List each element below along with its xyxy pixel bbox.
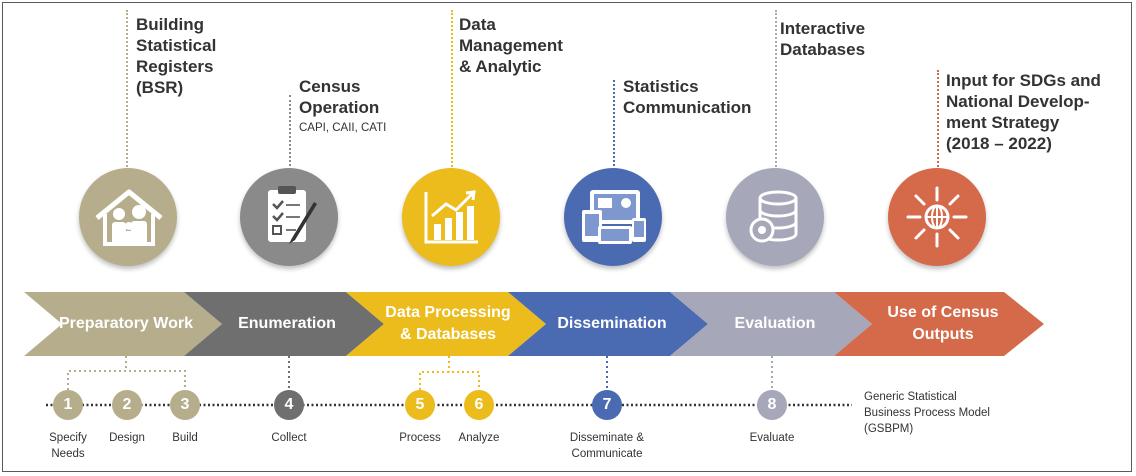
stage-circle-preparatory [79, 168, 177, 266]
step-label-2: Design [109, 432, 145, 444]
label-census-operation: Census Operation [299, 77, 380, 117]
arrow-preparatory [24, 292, 222, 356]
step-circle-6: 6 [464, 390, 494, 420]
stage-label-data-processing: Data Processing & Databases [385, 304, 511, 343]
step-label-5: Process [399, 432, 441, 444]
label-bsr: Building Statistical Registers (BSR) [136, 15, 217, 97]
step-label-7: Disseminate & Communicate [569, 432, 645, 460]
connector-line-census [289, 95, 291, 170]
step-circle-4: 4 [274, 390, 304, 420]
step-circle-1: 1 [53, 390, 83, 420]
clipboard-checklist-icon [268, 186, 317, 244]
label-data-management: Data Management & Analytic [459, 15, 563, 76]
connector-line-interactive [775, 10, 777, 170]
connector-line-sdgs [937, 70, 939, 170]
stage-label-enumeration: Enumeration [238, 315, 336, 332]
arrow-evaluation [670, 292, 872, 356]
step-circle-8: 8 [757, 390, 787, 420]
step-circle-5: 5 [405, 390, 435, 420]
stage-label-preparatory: Preparatory Work [59, 315, 193, 332]
connector-line-data-management [451, 10, 453, 170]
family-house-icon [95, 189, 163, 246]
arrow-dissemination [508, 292, 708, 356]
stage-circle-evaluation [726, 168, 824, 266]
gsbpm-label: Generic Statistical Business Process Mod… [864, 391, 990, 435]
step-label-6: Analyze [458, 432, 500, 444]
step-label-8: Evaluate [749, 432, 795, 444]
step-label-4: Collect [271, 432, 307, 444]
stage-circle-dissemination [564, 168, 662, 266]
arrow-data-processing [346, 292, 546, 356]
label-sdgs: Input for SDGs and National Develop- men… [946, 71, 1101, 153]
stage-label-dissemination: Dissemination [557, 315, 667, 332]
label-census-methods: CAPI, CAII, CATI [299, 122, 387, 134]
stage-circle-enumeration [240, 168, 338, 266]
step-circle-3: 3 [170, 390, 200, 420]
label-statistics-communication: Statistics Communication [623, 77, 752, 117]
arrow-enumeration [184, 292, 384, 356]
connector-line-statistics [613, 80, 615, 170]
step-circle-2: 2 [112, 390, 142, 420]
connector-line-bsr [126, 10, 128, 170]
step-label-3: Build [172, 432, 198, 444]
stage-circle-use-of-outputs [888, 168, 986, 266]
bar-chart-growth-icon [424, 190, 478, 244]
globe-burst-icon [906, 186, 968, 248]
database-gear-icon [749, 190, 798, 243]
step-circle-7: 7 [592, 390, 622, 420]
step-label-1: Specify Needs [49, 432, 87, 460]
stage-circle-data-processing [402, 168, 500, 266]
label-interactive-databases: Interactive Databases [780, 19, 866, 59]
devices-icon [582, 190, 646, 244]
arrow-use-of-outputs [834, 292, 1044, 356]
stage-label-evaluation: Evaluation [734, 315, 816, 332]
stage-label-use-of-outputs: Use of Census Outputs [887, 304, 999, 343]
